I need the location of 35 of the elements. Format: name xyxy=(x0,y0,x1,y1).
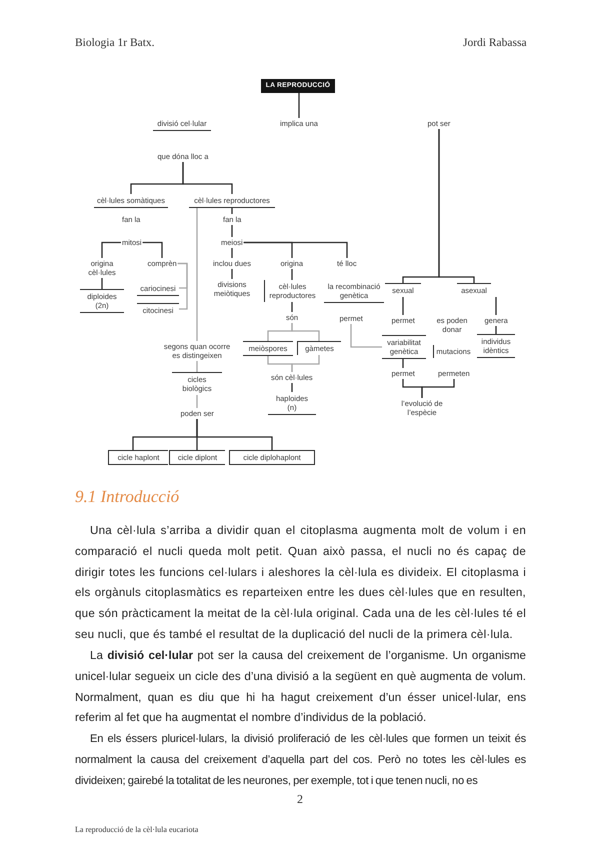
connector-line xyxy=(231,248,233,258)
connector-line xyxy=(101,242,121,258)
body-paragraph: La divisió cel·lular pot ser la causa del creixement de l’organisme. Un organisme unicel·lular segueix un cicle des d’una divisió a la següent en què augmenta de volum. Normalment, quan es diu que hi ha hagut creixement d’un ésser unicel·lular, ens referim al fet que ha augmentat el nombre d’individus de la població. xyxy=(75,648,526,726)
connector-line xyxy=(291,383,293,392)
connector-line xyxy=(231,208,233,214)
section-heading: 9.1 Introducció xyxy=(75,487,180,507)
header-text: Biologia 1r Batx. xyxy=(75,36,155,50)
footer-text: La reproducció de la cèl·lula eucariota xyxy=(75,825,198,835)
connector-line xyxy=(291,269,293,280)
connector-line xyxy=(196,395,198,408)
connector-line xyxy=(142,242,163,258)
author-name: Jordi Rabassa xyxy=(463,36,527,50)
connector-line xyxy=(196,361,198,372)
connector-line xyxy=(350,324,382,348)
connector-line xyxy=(196,208,198,341)
connector-line xyxy=(182,162,233,194)
connector-line xyxy=(231,225,233,237)
connector-line xyxy=(291,302,293,312)
connector-line xyxy=(438,129,475,283)
connector-line xyxy=(291,323,320,341)
connector-line xyxy=(231,269,233,279)
body-paragraph: En els éssers pluricel·lulars, la divisió proliferació de les cèl·lules que formen un teixit és normalment la causa del creixement d’aquella part del cos. Però no totes les cèl·lules es divideixen; gairebé la totalitat de les neurones, per exemple, tot i que tenen nucli, no es xyxy=(75,732,526,789)
connector-line xyxy=(291,355,320,372)
connector-line xyxy=(196,419,273,450)
page-number: 2 xyxy=(297,793,303,805)
connector-line xyxy=(244,242,348,258)
connector-line xyxy=(298,93,300,118)
connector-line xyxy=(402,297,404,315)
connector-line xyxy=(402,359,404,368)
connector-line xyxy=(101,278,103,289)
body-paragraph: Una cèl·lula s’arriba a dividir quan el citoplasma augmenta molt de volum i en comparació el nucli queda molt petit. Quan això passa, el nucli no és capaç de dirigir totes les funcions cel·lulars i aleshores la cèl·lula es divideix. El citoplasma i els orgànuls citoplasmàtics es reparteixen entre les dues cèl·lules que en resulten, que són pràcticament la meitat de la cèl·lula original. Cada una de les cèl·lules té el seu nucli, que és també el resultat de la duplicació del nucli de la primera cèl·lula. xyxy=(75,523,526,643)
connector-line xyxy=(421,379,455,398)
connector-line xyxy=(178,262,188,310)
connector-line xyxy=(495,297,497,315)
connector-line xyxy=(495,326,497,334)
